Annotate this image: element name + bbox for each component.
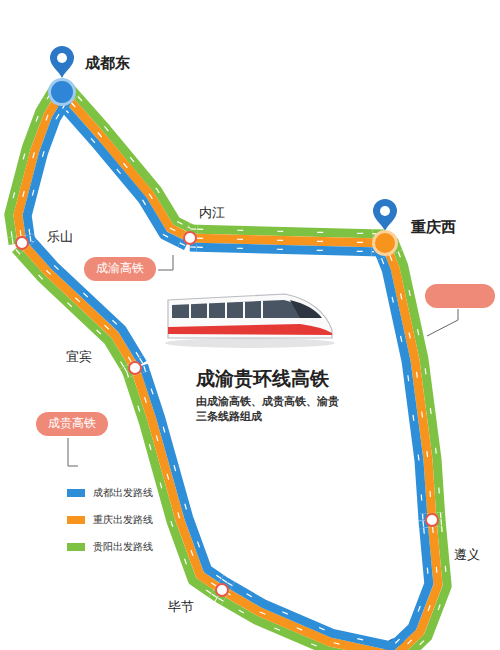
legend-swatch (67, 516, 85, 524)
station-dot: 乐山 (15, 236, 29, 250)
track-tick (71, 103, 183, 235)
legend-text: 贵阳出发路线 (93, 540, 153, 554)
tag-text: 成渝高铁 (96, 261, 144, 277)
legend-text: 成都出发路线 (93, 486, 153, 500)
station-dot: 内江 (183, 231, 197, 245)
rail-track (221, 579, 227, 583)
rail-track (197, 247, 372, 252)
rail-track (197, 238, 372, 243)
legend-row: 成都出发路线 (67, 486, 153, 500)
station-dot: 毕节 (215, 583, 229, 597)
track-tick (27, 109, 62, 235)
track-tick (12, 237, 13, 244)
rail-segment (224, 526, 448, 650)
track-joint (377, 240, 441, 521)
rail-track (228, 527, 438, 650)
terminal-station: 重庆西 (372, 230, 398, 256)
track-tick (422, 514, 424, 521)
rail-segment (9, 99, 63, 237)
track-tick (197, 238, 372, 243)
tag-text: 成贵高铁 (48, 416, 96, 432)
rail-segment (382, 252, 441, 514)
track-tick (190, 246, 197, 247)
rail-segment (197, 229, 372, 252)
legend-swatch (67, 489, 85, 497)
rail-track (144, 365, 146, 372)
station-name: 遵义 (454, 547, 480, 563)
track-tick (30, 235, 31, 242)
track-tick (382, 258, 423, 513)
line-tag: 成贵高铁 (36, 412, 108, 436)
diagram-title: 成渝贵环线高铁 (196, 366, 329, 392)
legend-row: 贵阳出发路线 (67, 540, 153, 554)
station-dot: 宜宾 (128, 361, 142, 375)
station-name: 宜宾 (66, 349, 92, 365)
track-tick (144, 365, 146, 372)
track-tick (221, 579, 227, 583)
location-pin (373, 199, 397, 231)
track-joint (190, 229, 385, 252)
rail-track (224, 526, 448, 650)
track-tick (440, 512, 442, 519)
rail-track (382, 258, 423, 513)
rail-track (233, 528, 429, 646)
legend-text: 重庆出发路线 (93, 513, 153, 527)
track-tick (124, 367, 128, 373)
track-tick (224, 526, 448, 650)
track-tick (233, 528, 429, 646)
station-dot: 遵义 (425, 513, 439, 527)
rail-track (124, 367, 128, 373)
rail-track (12, 237, 13, 244)
rail-track (218, 598, 224, 602)
rail-segment (65, 97, 188, 243)
track-tick (65, 109, 180, 243)
track-tick (190, 228, 197, 229)
track-tick (197, 229, 372, 234)
location-pin (50, 46, 74, 78)
rail-track (65, 109, 180, 243)
station-name: 重庆西 (411, 218, 456, 236)
terminal-station: 成都东 (48, 78, 76, 106)
track-tick (440, 519, 442, 526)
train-illustration (165, 294, 335, 348)
legend-swatch (67, 543, 85, 551)
rail-track (27, 109, 62, 235)
track-joint (55, 86, 194, 246)
diagram-caption: 由成渝高铁、成贵高铁、渝贵三条线路组成 (196, 395, 341, 425)
rail-track (78, 97, 188, 227)
track-tick (218, 598, 224, 602)
track-tick (197, 247, 372, 252)
station-name: 成都东 (85, 54, 130, 72)
rail-track (30, 235, 31, 242)
track-tick (422, 521, 424, 528)
line-tag: 成渝高铁 (84, 257, 156, 281)
station-name: 内江 (199, 205, 225, 221)
station-name: 毕节 (168, 599, 194, 615)
rail-track (71, 103, 183, 235)
track-joint (218, 519, 442, 601)
legend-row: 重庆出发路线 (67, 513, 153, 527)
station-name: 乐山 (47, 229, 73, 245)
blank-tag (425, 284, 495, 308)
track-tick (228, 527, 438, 650)
track-tick (78, 97, 188, 227)
rail-track (197, 229, 372, 234)
